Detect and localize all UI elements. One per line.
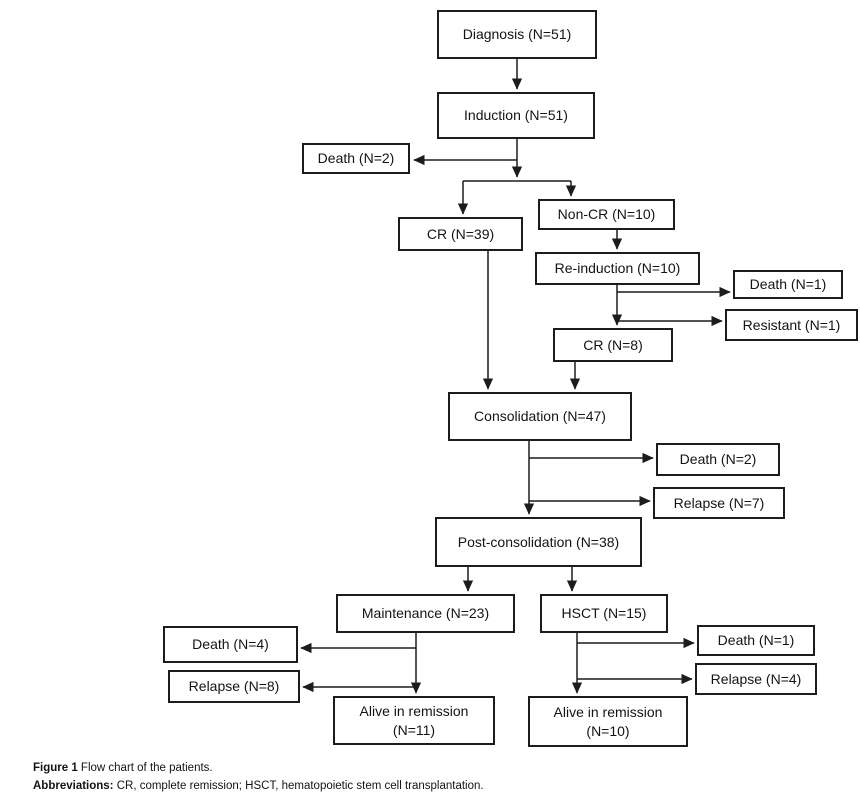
flowchart-node-induction: Induction (N=51) <box>437 92 595 139</box>
flowchart-node-alive-remission-11: Alive in remission(N=11) <box>333 696 495 745</box>
flowchart-node-death-consolidation: Death (N=2) <box>656 443 780 476</box>
flowchart-node-relapse-8: Relapse (N=8) <box>168 670 300 703</box>
flowchart-node-re-induction: Re-induction (N=10) <box>535 252 700 285</box>
node-label: Consolidation (N=47) <box>474 408 606 425</box>
node-label: Induction (N=51) <box>464 107 568 124</box>
flowchart-node-death-reinduction: Death (N=1) <box>733 270 843 299</box>
node-label: Diagnosis (N=51) <box>462 26 572 43</box>
flowchart-node-resistant: Resistant (N=1) <box>725 309 858 341</box>
flowchart-node-hsct: HSCT (N=15) <box>540 594 668 633</box>
node-label: Re-induction (N=10) <box>554 260 681 277</box>
flowchart-node-cr-8: CR (N=8) <box>553 328 673 362</box>
flowchart-node-relapse-4: Relapse (N=4) <box>695 663 817 695</box>
flowchart-node-consolidation: Consolidation (N=47) <box>448 392 632 441</box>
flowchart-node-alive-remission-10: Alive in remission(N=10) <box>528 696 688 747</box>
node-label: Death (N=2) <box>679 451 757 468</box>
node-label: Death (N=4) <box>192 636 269 653</box>
flowchart-arrows <box>300 59 731 694</box>
flowchart-node-non-cr: Non-CR (N=10) <box>538 199 675 230</box>
node-label: Maintenance (N=23) <box>361 605 490 622</box>
node-label: Relapse (N=8) <box>188 678 280 695</box>
flowchart-node-post-consolidation: Post-consolidation (N=38) <box>435 517 642 567</box>
node-label: Death (N=2) <box>317 150 395 167</box>
node-label: (N=11) <box>392 721 436 738</box>
abbreviations-label: Abbreviations: <box>33 780 114 792</box>
flowchart-node-death-hsct: Death (N=1) <box>697 625 815 656</box>
node-label: Alive in remission <box>359 703 469 720</box>
node-label: Death (N=1) <box>717 632 795 649</box>
node-label: Relapse (N=7) <box>673 494 765 511</box>
figure-caption: Figure 1 Flow chart of the patients. <box>33 762 213 775</box>
node-label: Resistant (N=1) <box>742 316 841 333</box>
node-label: CR (N=39) <box>426 225 495 242</box>
flowchart-node-relapse-7: Relapse (N=7) <box>653 487 785 519</box>
node-label: Alive in remission <box>553 704 663 721</box>
flowchart-node-diagnosis: Diagnosis (N=51) <box>437 10 597 59</box>
figure-caption-label: Figure 1 <box>33 762 78 774</box>
node-label: CR (N=8) <box>583 336 643 353</box>
flowchart-node-maintenance: Maintenance (N=23) <box>336 594 515 633</box>
node-label: Post-consolidation (N=38) <box>457 533 620 550</box>
abbreviations-caption: Abbreviations: CR, complete remission; H… <box>33 780 484 793</box>
abbreviations-text: CR, complete remission; HSCT, hematopoie… <box>113 780 484 792</box>
node-label: HSCT (N=15) <box>561 605 647 622</box>
flowchart-node-death-induction: Death (N=2) <box>302 143 410 174</box>
flowchart-node-death-maintenance: Death (N=4) <box>163 626 298 663</box>
figure-caption-text: Flow chart of the patients. <box>77 762 213 774</box>
node-label: (N=10) <box>586 722 630 739</box>
node-label: Non-CR (N=10) <box>557 206 656 223</box>
flowchart-node-cr-39: CR (N=39) <box>398 217 523 251</box>
node-label: Death (N=1) <box>749 276 827 293</box>
node-label: Relapse (N=4) <box>710 670 802 687</box>
